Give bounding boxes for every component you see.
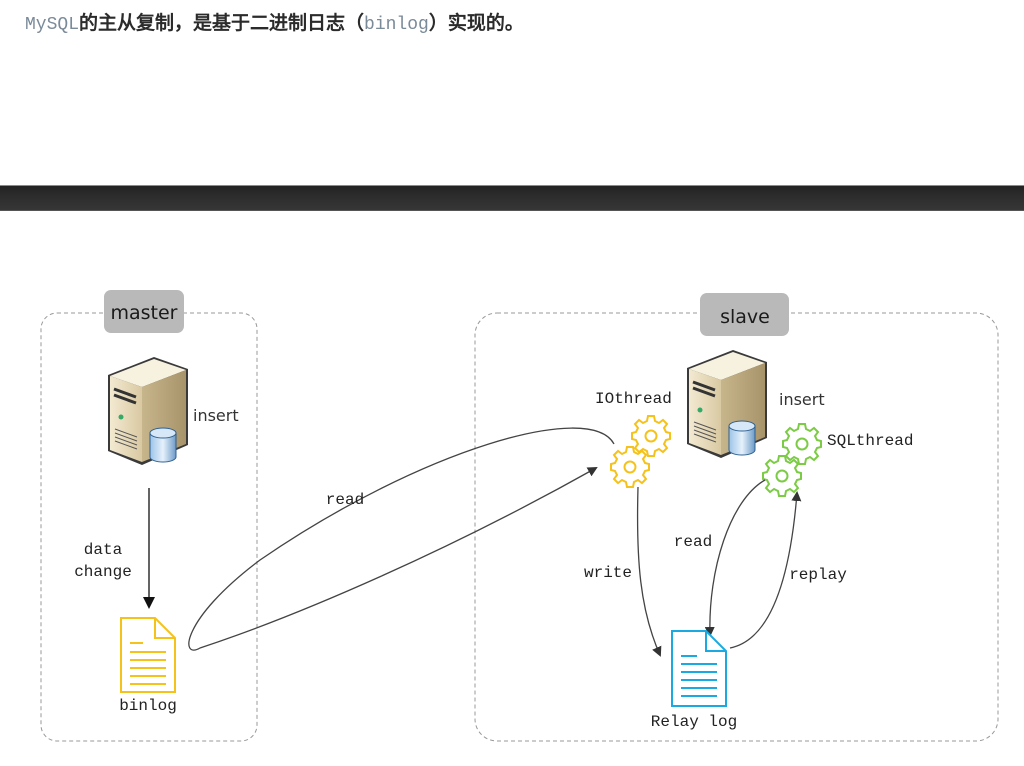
write-label: write	[584, 564, 632, 582]
master-title: master	[110, 302, 177, 324]
sql-read-arrow	[704, 479, 766, 637]
binlog-file-icon	[120, 617, 176, 693]
replay-label: replay	[789, 566, 847, 584]
io-thread-label: IOthread	[595, 390, 672, 408]
sql-thread-label: SQLthread	[827, 432, 913, 450]
binlog-label: binlog	[119, 697, 177, 715]
intro-mysql: MySQL	[25, 15, 80, 35]
write-arrow	[636, 486, 662, 657]
slave-title: slave	[720, 306, 770, 328]
cross-read-label: read	[326, 491, 364, 509]
master-insert-label: insert	[193, 406, 239, 425]
relay-log-label: Relay log	[651, 713, 737, 731]
intro-binlog: binlog	[364, 15, 429, 35]
slave-title-badge	[700, 293, 789, 336]
master-server-icon	[106, 355, 190, 467]
data-change-label-2: change	[74, 563, 132, 581]
sql-thread-gear-icon	[762, 423, 822, 497]
image-top-bar	[0, 185, 1024, 211]
replay-arrow	[729, 491, 802, 649]
io-read-binlog-arrow	[188, 427, 615, 651]
slave-insert-label: insert	[779, 390, 825, 409]
io-thread-gear-icon	[610, 415, 671, 488]
relay-log-file-icon	[671, 630, 727, 707]
master-title-badge	[104, 290, 184, 333]
data-change-label-1: data	[84, 541, 123, 559]
intro-sentence: MySQL的主从复制，是基于二进制日志（binlog）实现的。	[25, 8, 524, 35]
intro-text-1: 的主从复制，是基于二进制日志（	[79, 12, 365, 34]
slave-server-icon	[685, 348, 769, 460]
intro-text-2: ）实现的。	[428, 12, 524, 34]
sql-read-label: read	[674, 533, 712, 551]
